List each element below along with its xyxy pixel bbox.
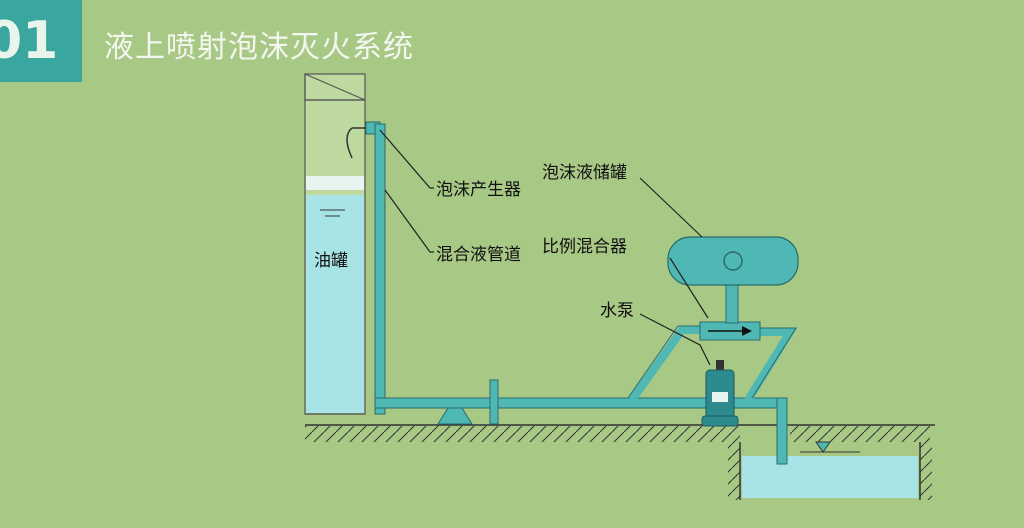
- leader-lines: [379, 129, 711, 366]
- oil-tank: [304, 73, 366, 415]
- mixer-bypass-pipe: [628, 326, 798, 403]
- ground: [305, 424, 935, 442]
- label-foam-storage-tank: 泡沫液储罐: [542, 163, 627, 183]
- water-pool: [728, 441, 932, 500]
- pipe-support: [437, 379, 499, 425]
- diagram-title: 液上喷射泡沫灭火系统: [104, 30, 414, 65]
- label-water-pump: 水泵: [600, 301, 634, 321]
- label-foam-generator: 泡沫产生器: [436, 180, 521, 200]
- proportional-mixer: [699, 321, 761, 341]
- label-proportional-mixer: 比例混合器: [542, 237, 627, 257]
- label-oil-tank: 油罐: [314, 251, 348, 271]
- mixer-bypass-pipe-outline: [627, 325, 797, 399]
- mixed-liquid-pipe: [374, 123, 788, 465]
- label-mixed-liquid-pipe: 混合液管道: [436, 245, 521, 265]
- section-number-badge: 01: [0, 0, 82, 82]
- water-pump: [701, 360, 739, 427]
- foam-storage-tank: [667, 236, 799, 324]
